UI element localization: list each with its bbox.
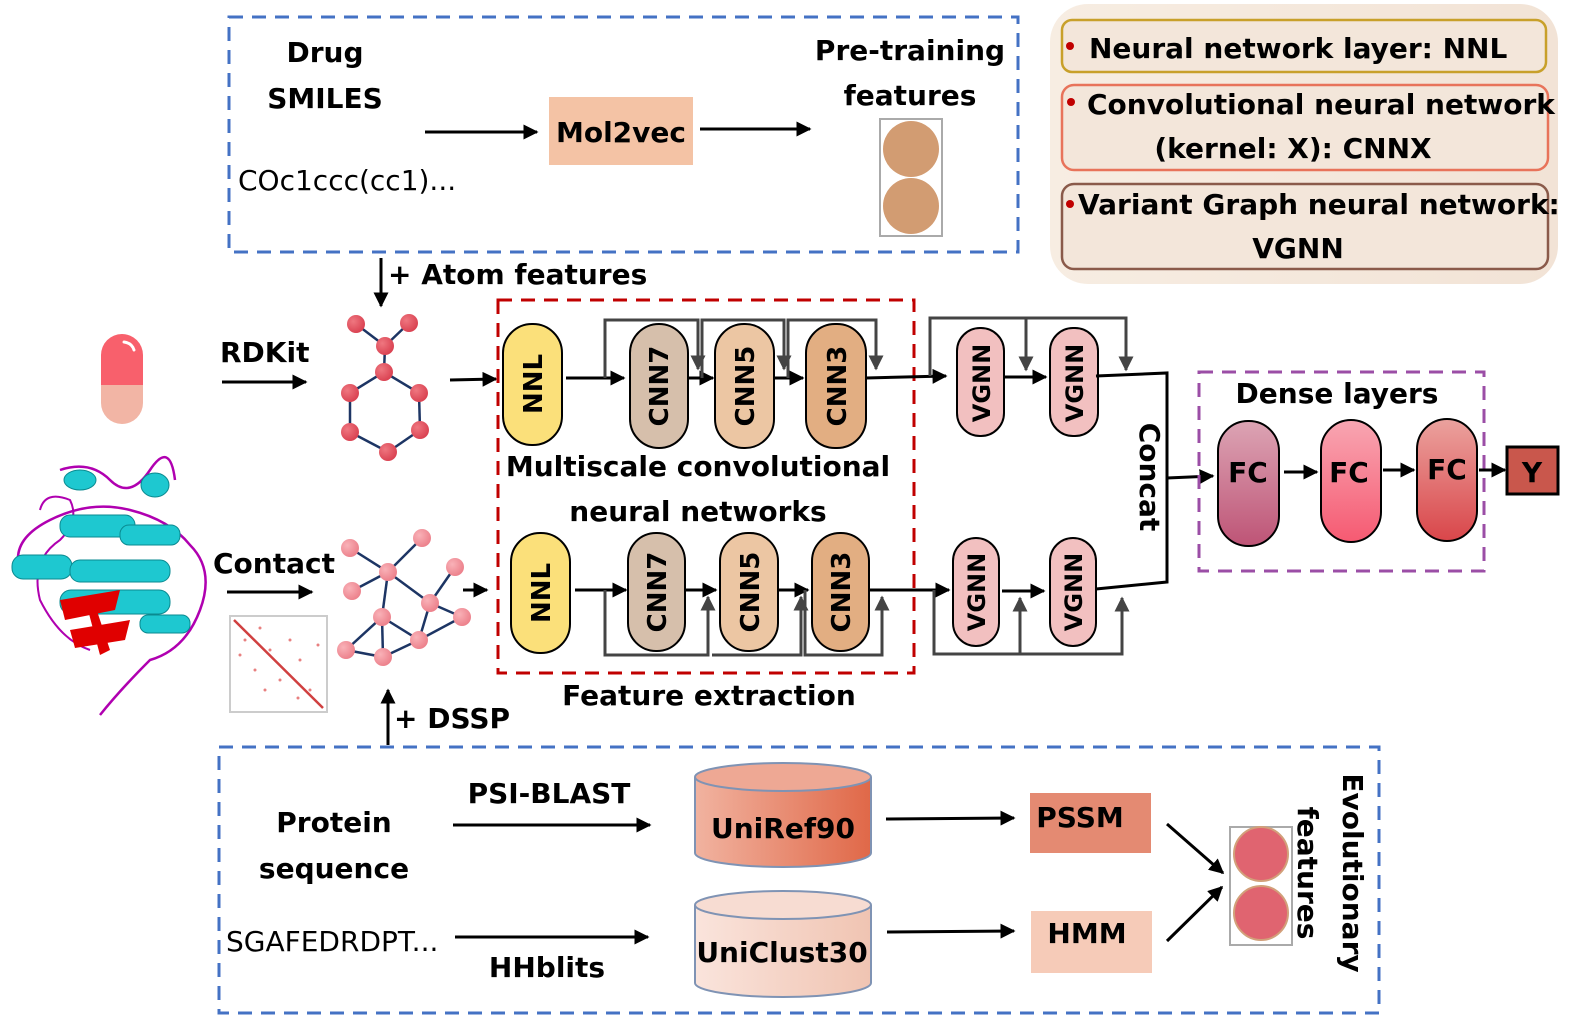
protein-cnn7-block [627,532,686,652]
drug-title-line2: SMILES [267,82,383,115]
pretraining-label-line2: features [844,79,977,112]
fc-block-1 [1217,420,1280,547]
contact-label: Contact [213,547,335,580]
molecule-graph-icon [341,314,429,461]
drug-cnn5-label: CNN5 [731,346,761,427]
drug-smiles-panel: Drug SMILES COc1ccc(cc1)... Mol2vec Pre-… [227,15,1020,254]
uniref90-label: UniRef90 [711,812,855,845]
fc-label-1: FC [1228,456,1268,489]
bullet-icon [1067,98,1075,106]
molecule-to-nnl-arrow [449,371,498,387]
drug-cnn5-block [714,323,775,449]
drug-cnn7-block [629,323,689,449]
bullet-icon [1066,42,1074,50]
drug-branch: NNL CNN7 CNN5 CNN3 VGNN VGNN [502,316,1134,449]
uniref90-database-icon [694,777,872,868]
legend-vgnn-text-line2: VGNN [1252,232,1344,265]
drug-title-line1: Drug [286,36,363,69]
mol2vec-box [549,97,693,165]
protein-title-line1: Protein [276,806,391,839]
protein-vgnn1-label: VGNN [963,553,991,631]
pssm-label: PSSM [1036,801,1123,834]
protein-vgnn1-block [952,537,1000,647]
dense-layers-label: Dense layers [1236,377,1439,410]
uniclust-to-hmm-arrow [886,923,1016,939]
protein-vgnn2-block [1049,537,1097,647]
protein-title-line2: sequence [259,852,409,885]
uniref-to-pssm-arrow [885,810,1016,826]
drug-panel-border [227,15,1020,254]
drug-vgnn1-block [956,327,1005,437]
feature-circle [1233,885,1289,941]
legend-item-vgnn [1060,182,1550,271]
bullet-icon [1066,200,1074,208]
fc-label-2: FC [1329,456,1369,489]
psiblast-label: PSI-BLAST [468,777,631,810]
pssm-to-features-arrow [1166,822,1225,875]
protein-sequence-string: SGAFEDRDPT... [226,925,438,958]
fc-label-3: FC [1427,453,1467,486]
legend-cnn-text-line1: Convolutional neural network [1087,88,1556,121]
uniclust30-label: UniClust30 [696,936,867,969]
drug-vgnn1-label: VGNN [968,344,996,422]
protein-structure-icon [11,456,207,716]
atom-features-label: + Atom features [388,258,647,291]
protein-vgnn2-label: VGNN [1060,553,1088,631]
drug-nnl-block [502,323,563,446]
feature-extraction-border [496,298,916,675]
legend-nnl-text: Neural network layer: NNL [1089,32,1507,65]
smiles-string: COc1ccc(cc1)... [238,164,456,197]
dssp-label: + DSSP [394,702,510,735]
multiscale-label-line2: neural networks [569,495,826,528]
protein-cnn5-block [719,532,779,652]
pssm-box [1030,793,1151,853]
drug-pill-icon [101,334,143,424]
protein-cnn7-label: CNN7 [643,552,673,633]
contact-map-icon [229,615,328,713]
feature-circle [883,178,939,234]
drug-nnl-label: NNL [519,354,549,414]
drug-vgnn2-block [1049,327,1099,437]
legend-item-cnn [1060,83,1550,172]
drug-cnn3-block [805,323,867,449]
protein-panel-border [217,745,1381,1015]
hmm-box [1031,911,1152,973]
concat-label: Concat [1133,423,1166,532]
drug-vgnn2-label: VGNN [1061,344,1089,422]
legend-cnn-text-line2: (kernel: X): CNNX [1154,132,1432,165]
protein-graph-icon [337,529,471,666]
dense-layers-border [1197,370,1486,573]
feature-extraction-label: Feature extraction [562,679,856,712]
hmm-label: HMM [1047,917,1126,950]
hhblits-label: HHblits [489,951,605,984]
protein-nnl-label: NNL [527,563,557,623]
protein-cnn3-block [811,532,870,652]
fc-block-3 [1416,418,1478,542]
legend: Neural network layer: NNL Convolutional … [1050,4,1560,284]
hmm-to-features-arrow [1165,885,1224,943]
output-y-box [1505,445,1560,496]
protein-sequence-panel: Protein sequence SGAFEDRDPT... PSI-BLAST… [217,745,1381,1015]
concat-to-dense-arrow [1166,469,1215,485]
drug-cnn3-label: CNN3 [823,346,853,427]
rdkit-label: RDKit [220,336,309,369]
feature-circle [1233,826,1289,882]
uniclust30-database-icon [694,905,872,998]
pretraining-label-line1: Pre-training [815,34,1005,67]
protein-nnl-block [510,532,571,654]
evolutionary-label-line2: features [1291,807,1324,940]
evolutionary-label-line1: Evolutionary [1336,773,1369,972]
feature-circle [883,121,939,177]
protein-cnn5-label: CNN5 [736,552,766,633]
multiscale-label-line1: Multiscale convolutional [506,450,890,483]
mol2vec-label: Mol2vec [556,116,686,149]
protein-cnn3-label: CNN3 [827,552,857,633]
fc-block-2 [1320,419,1382,543]
legend-item-nnl [1060,18,1548,74]
drug-cnn7-label: CNN7 [645,346,675,427]
legend-vgnn-text-line1: Variant Graph neural network: [1078,188,1560,221]
output-y-label: Y [1521,456,1543,489]
protein-branch: NNL CNN7 CNN5 CNN3 VGNN VGNN [510,532,1130,657]
